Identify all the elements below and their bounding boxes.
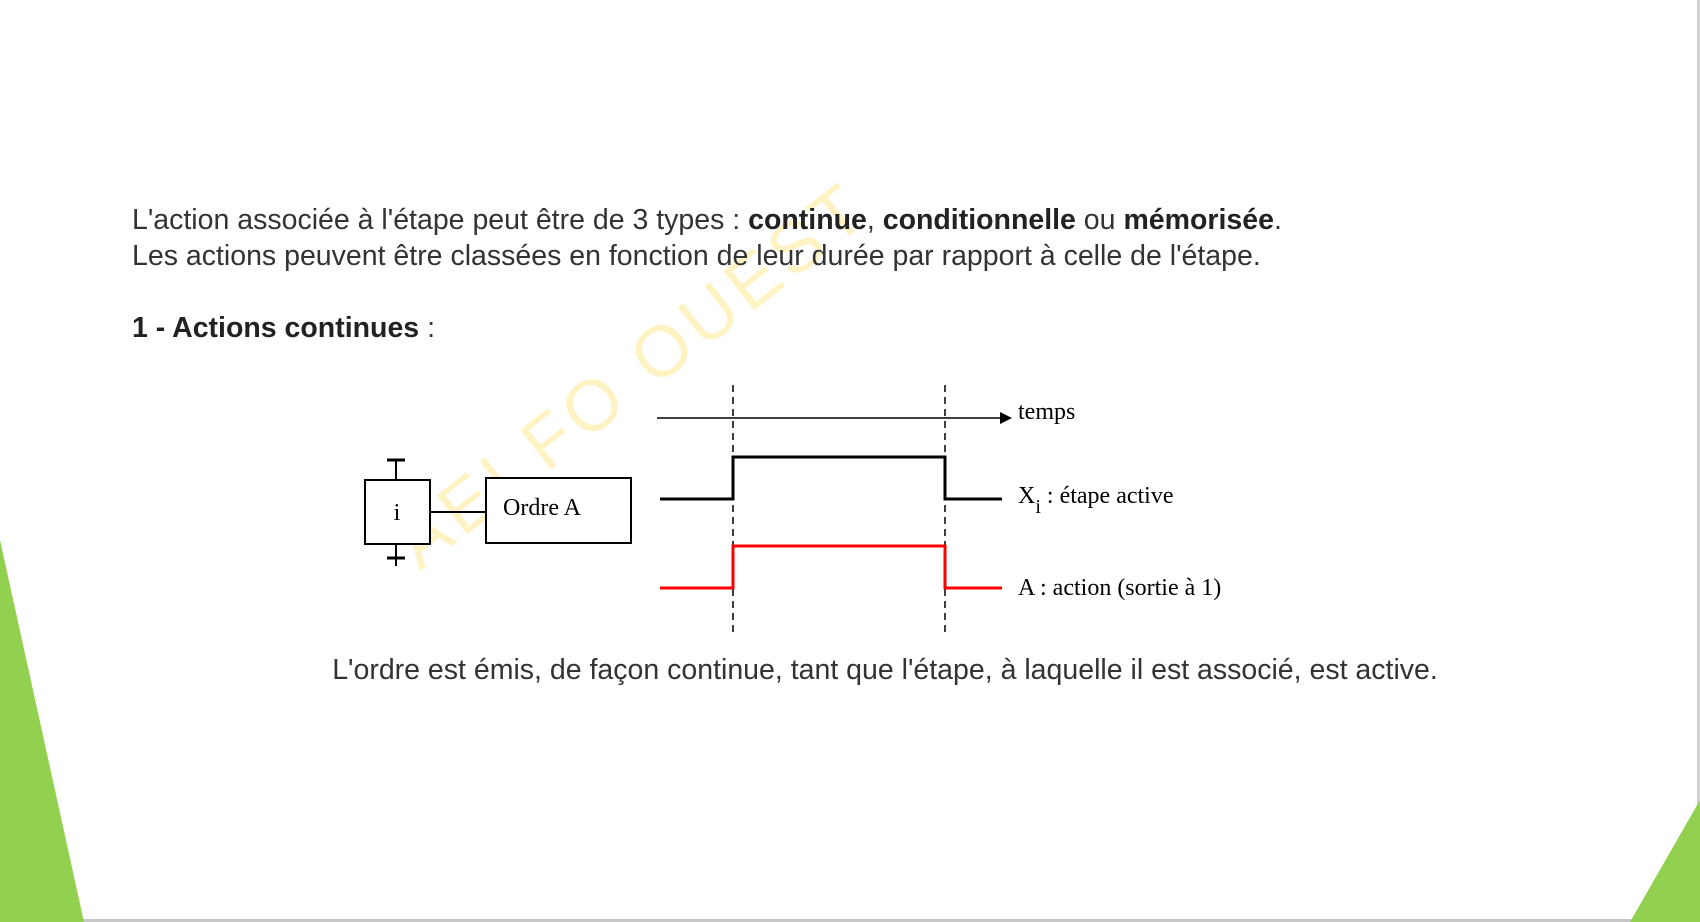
green-corner-right [1630,800,1700,922]
type-memorisee: mémorisée [1123,204,1274,236]
time-axis: temps [657,399,1075,425]
intro-text: L'action associée à l'étape peut être de… [132,204,749,236]
action-legend: A : action (sortie à 1) [1018,575,1221,601]
xi-subscript: i [1035,496,1041,518]
action-box: Ordre A [485,477,632,544]
separator: , [866,204,883,236]
type-conditionnelle: conditionnelle [882,204,1076,236]
xi-legend: Xi : étape active [1018,483,1174,518]
separator: ou [1075,204,1124,236]
time-label: temps [1018,399,1075,425]
step-label: i [394,500,401,526]
type-continue: continue [748,204,867,236]
grafcet-timing-diagram: i Ordre A temps Xi : étape active A : ac… [364,385,1221,632]
order-label: Ordre A [503,495,582,521]
green-corner-left [0,540,84,922]
diagram-caption: L'ordre est émis, de façon continue, tan… [0,652,1700,688]
xi-signal [660,455,1002,501]
period: . [1273,204,1282,236]
section-suffix: : [419,312,435,344]
intro-line-2: Les actions peuvent être classées en fon… [132,240,1261,272]
action-signal [660,544,1002,590]
caption-text: L'ordre est émis, de façon continue, tan… [332,654,1438,686]
xi-label: : étape active [1041,483,1174,509]
section-title: 1 - Actions continues [132,312,420,344]
intro-paragraph: L'action associée à l'étape peut être de… [132,202,1632,274]
slide-frame-bottom [0,919,1700,922]
grafcet-step: i [364,458,431,566]
intro-line-1: L'action associée à l'étape peut être de… [132,202,1632,238]
section-heading: 1 - Actions continues : [132,310,435,346]
xi-symbol: X [1018,483,1035,509]
slide-frame-right [1697,0,1700,922]
